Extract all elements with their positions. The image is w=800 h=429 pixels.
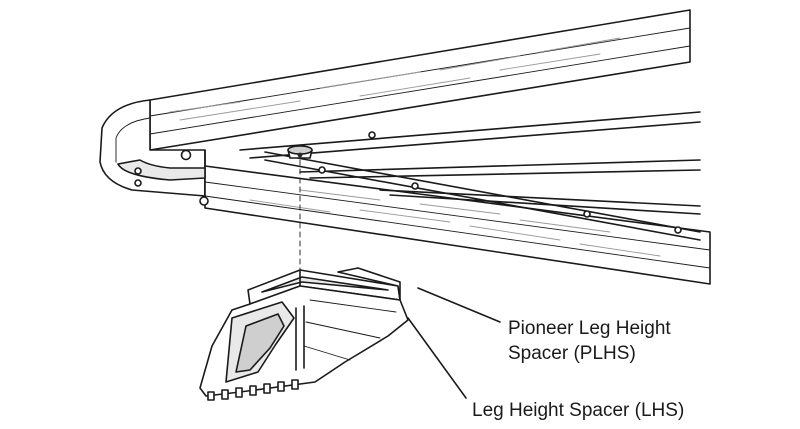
leader-line-lhs <box>407 317 467 399</box>
rivet-2 <box>134 167 142 175</box>
channel-rail <box>264 151 701 233</box>
cross-slat-1 <box>239 111 701 151</box>
rivet-3 <box>134 179 142 187</box>
label-lhs: Leg Height Spacer (LHS) <box>472 400 685 421</box>
mounting-bolt <box>287 145 313 159</box>
roof-rack-frame <box>99 9 711 285</box>
frame-lower-face <box>204 165 711 285</box>
rivet-4 <box>199 196 209 206</box>
end-plate <box>117 159 206 181</box>
rivet-8 <box>674 226 682 234</box>
spacer-teeth <box>207 379 299 401</box>
label-plhs: Pioneer Leg Height Spacer (PLHS) <box>508 316 671 366</box>
rivet-6 <box>411 182 419 190</box>
rivet-5 <box>318 166 326 174</box>
label-plhs-line2: Spacer (PLHS) <box>508 343 636 364</box>
leg-height-spacer-part <box>199 267 409 401</box>
rivet-9 <box>368 131 376 139</box>
cross-slat-3 <box>379 189 701 207</box>
rivet-7 <box>583 210 591 218</box>
beam-shading <box>169 37 661 257</box>
leader-line-plhs <box>417 287 501 323</box>
rivet-1 <box>180 149 192 161</box>
label-plhs-line1: Pioneer Leg Height <box>508 318 671 339</box>
